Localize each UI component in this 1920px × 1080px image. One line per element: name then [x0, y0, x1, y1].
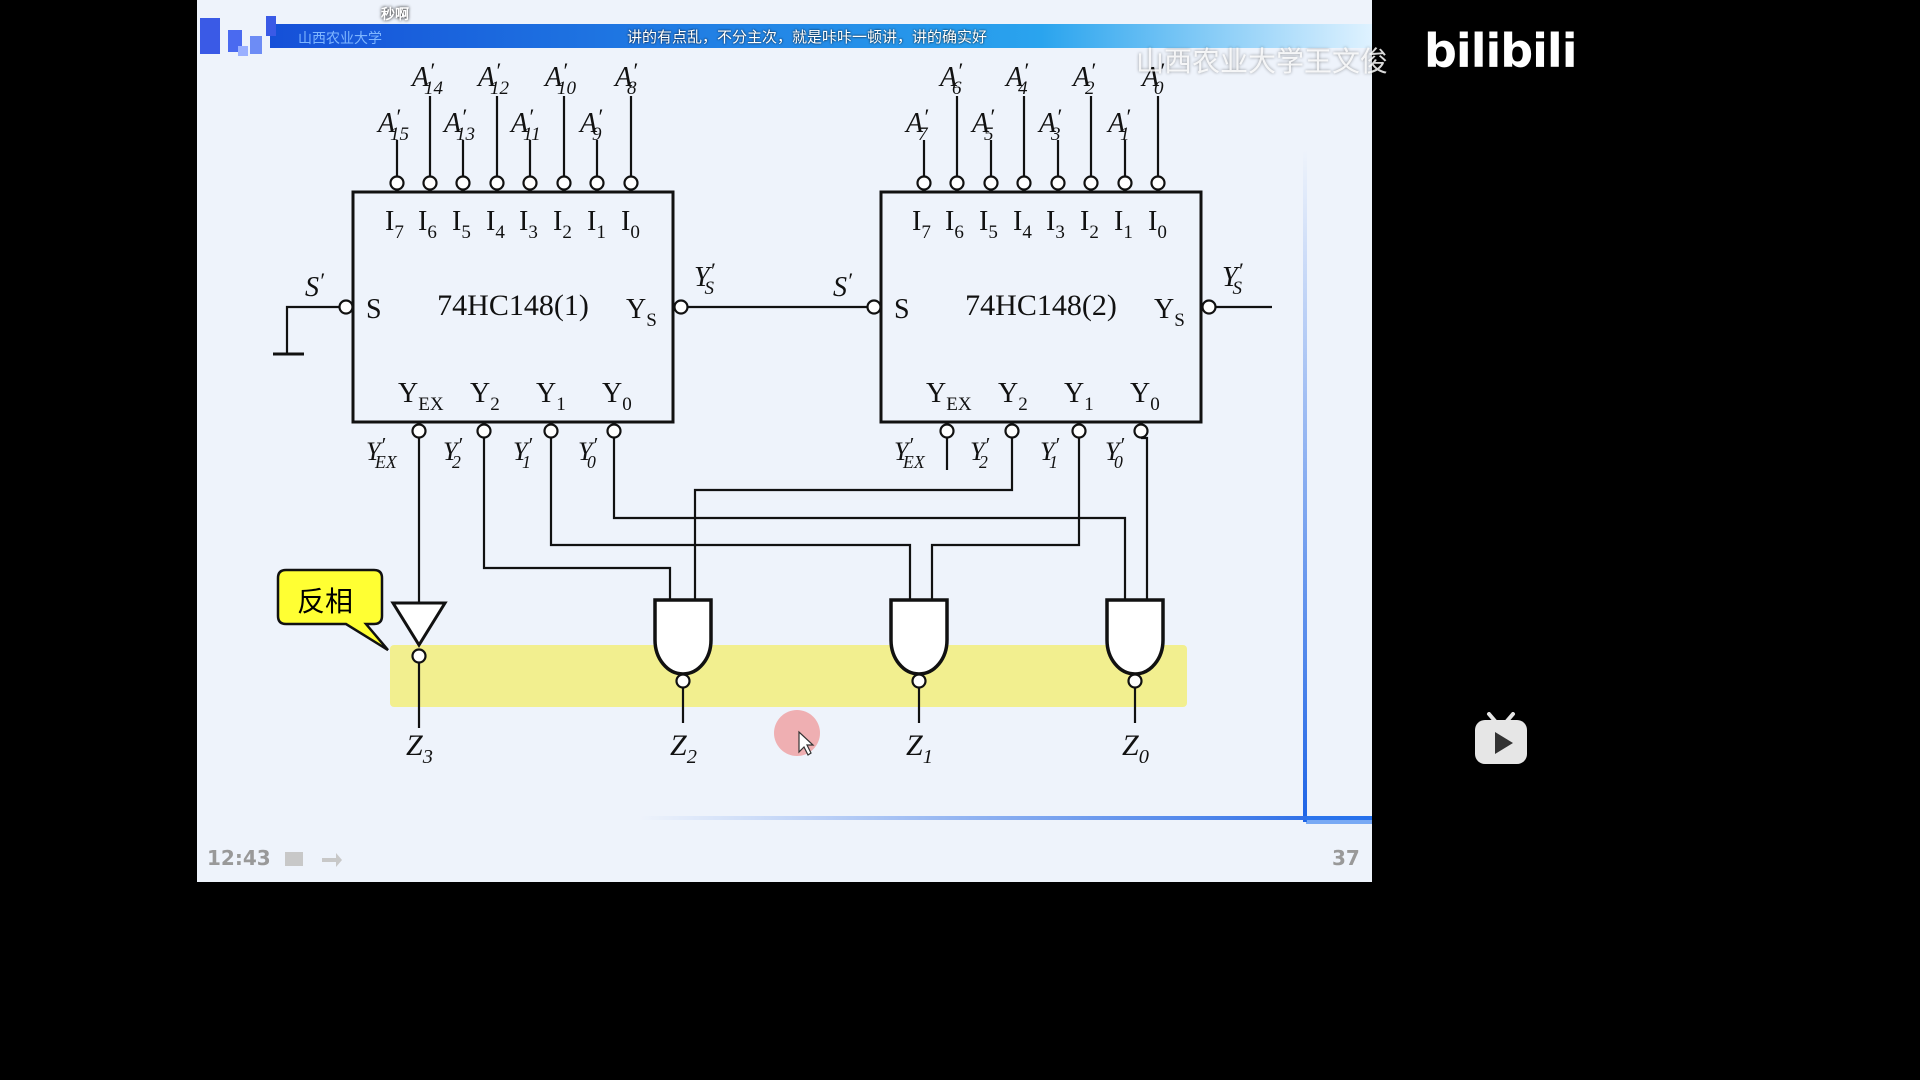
slide-decor-horizontal	[640, 816, 1372, 820]
slide-timestamp: 12:43	[207, 846, 271, 870]
s-prime-label-1: S′	[305, 268, 325, 303]
chip-2-output-pin-label: Y2	[998, 378, 1028, 415]
pin-bubbles	[338, 175, 1217, 439]
click-indicator	[774, 710, 820, 756]
danmaku-comment: 讲的有点乱，不分主次，就是咔咔一顿讲，讲的确实好	[627, 28, 988, 46]
output-wire-label: Y′EX	[894, 434, 926, 472]
wires	[273, 96, 1272, 728]
address-input-label: A′8	[613, 58, 638, 99]
address-input-label: A′13	[442, 104, 475, 145]
output-wire-label: Y′1	[1040, 434, 1059, 472]
chip-1-input-pin-label: I3	[519, 206, 538, 243]
s-prime-label-2: S′	[833, 268, 853, 303]
z-output-label: Z3	[406, 729, 433, 768]
address-input-label: A′14	[410, 58, 444, 99]
z-output-label: Z2	[670, 729, 697, 768]
chip-2-enable-pin: S	[894, 294, 910, 325]
slide-logo-icon	[200, 16, 276, 56]
chip-1-output-pin-label: Y0	[602, 378, 632, 415]
nand-gate-z2	[653, 598, 713, 676]
output-wire-label: Y′2	[970, 434, 989, 472]
z-output-label: Z1	[906, 729, 933, 768]
address-input-label: A′9	[578, 104, 603, 145]
address-input-label: A′3	[1037, 104, 1062, 145]
chip-2-input-pin-label: I2	[1080, 206, 1099, 243]
address-input-label: A′11	[509, 104, 541, 145]
address-input-label: A′5	[970, 104, 995, 145]
uploader-watermark: 山西农业大学王文俊	[1136, 45, 1389, 78]
slide-page-number: 37	[1332, 846, 1360, 870]
chip-1-output-pin-label: Y2	[470, 378, 500, 415]
address-input-label: A′1	[1106, 104, 1131, 145]
address-input-label: A′15	[376, 104, 409, 145]
danmaku-comment-2: 秒啊	[381, 7, 409, 23]
chip-2-ys-pin: YS	[1154, 294, 1185, 331]
output-wire-label: Y′1	[513, 434, 532, 472]
slide-header-bar	[270, 24, 1372, 48]
address-input-label: A′7	[904, 104, 929, 145]
chip-2-output-pin-label: YEX	[926, 378, 972, 415]
chip-2-input-pin-label: I6	[945, 206, 964, 243]
chip-1-name: 74HC148(1)	[437, 289, 589, 322]
slide-decor-vertical	[1303, 150, 1307, 822]
nand-gate-z0	[1105, 598, 1165, 676]
callout-label: 反相	[297, 585, 354, 618]
output-wire-label: Y′0	[578, 434, 597, 472]
inverter-gate	[390, 601, 448, 664]
chip-2-input-pin-label: I1	[1114, 206, 1133, 243]
chip-1-input-pin-label: I5	[452, 206, 471, 243]
output-wire-label: Y′2	[443, 434, 462, 472]
video-player[interactable]: I7 I7 I6 I6 I5 I5 I4 I4 I3 I3 I2 I2 I1 I1 I0 I0 74HC148(…	[0, 0, 1577, 882]
chip-1-input-pin-label: I0	[621, 206, 640, 243]
chip-2-input-pin-label: I4	[1013, 206, 1032, 243]
address-input-label: A′4	[1004, 58, 1029, 99]
play-icon[interactable]	[1473, 712, 1529, 766]
chip-1-ys-pin: YS	[626, 294, 657, 331]
chip-1-input-pin-label: I6	[418, 206, 437, 243]
address-input-label: A′10	[543, 58, 577, 99]
ys-prime-label-1: Y′S	[694, 258, 716, 299]
callout-box	[276, 568, 389, 652]
bilibili-logo: bilibili	[1424, 24, 1577, 78]
ys-prime-label-2: Y′S	[1222, 258, 1244, 299]
address-input-label: A′2	[1071, 58, 1096, 99]
z-output-label: Z0	[1122, 729, 1149, 768]
pointer-icon	[798, 730, 815, 756]
output-wire-label: Y′EX	[366, 434, 398, 472]
chip-1-input-pin-label: I7	[385, 206, 404, 243]
slide-canvas: I7 I7 I6 I6 I5 I5 I4 I4 I3 I3 I2 I2 I1 I1 I0 I0 74HC148(…	[197, 0, 1372, 882]
chip-2-name: 74HC148(2)	[965, 289, 1117, 322]
chip-2-input-pin-label: I0	[1148, 206, 1167, 243]
school-header-text: 山西农业大学	[298, 31, 382, 47]
address-input-label: A′0	[1140, 58, 1165, 99]
menu-icon[interactable]	[285, 852, 303, 866]
chip-2-output-pin-label: Y1	[1064, 378, 1094, 415]
chip-2-input-pin-label: I5	[979, 206, 998, 243]
highlight-band	[390, 645, 1187, 707]
address-input-label: A′6	[938, 58, 963, 99]
chip-1-enable-pin: S	[366, 294, 382, 325]
chip-1-input-pin-label: I1	[587, 206, 606, 243]
chip-2-input-pin-label: I7	[912, 206, 931, 243]
chip-2-input-pin-label: I3	[1046, 206, 1065, 243]
chip-1-output-pin-label: Y1	[536, 378, 566, 415]
next-slide-icon[interactable]	[322, 853, 342, 867]
output-wire-label: Y′0	[1105, 434, 1124, 472]
chip-1-output-pin-label: YEX	[398, 378, 444, 415]
chip-2-output-pin-label: Y0	[1130, 378, 1160, 415]
chip-1-input-pin-label: I4	[486, 206, 505, 243]
chip-1-input-pin-label: I2	[553, 206, 572, 243]
nand-gate-z1	[889, 598, 949, 676]
address-input-label: A′12	[476, 58, 510, 99]
